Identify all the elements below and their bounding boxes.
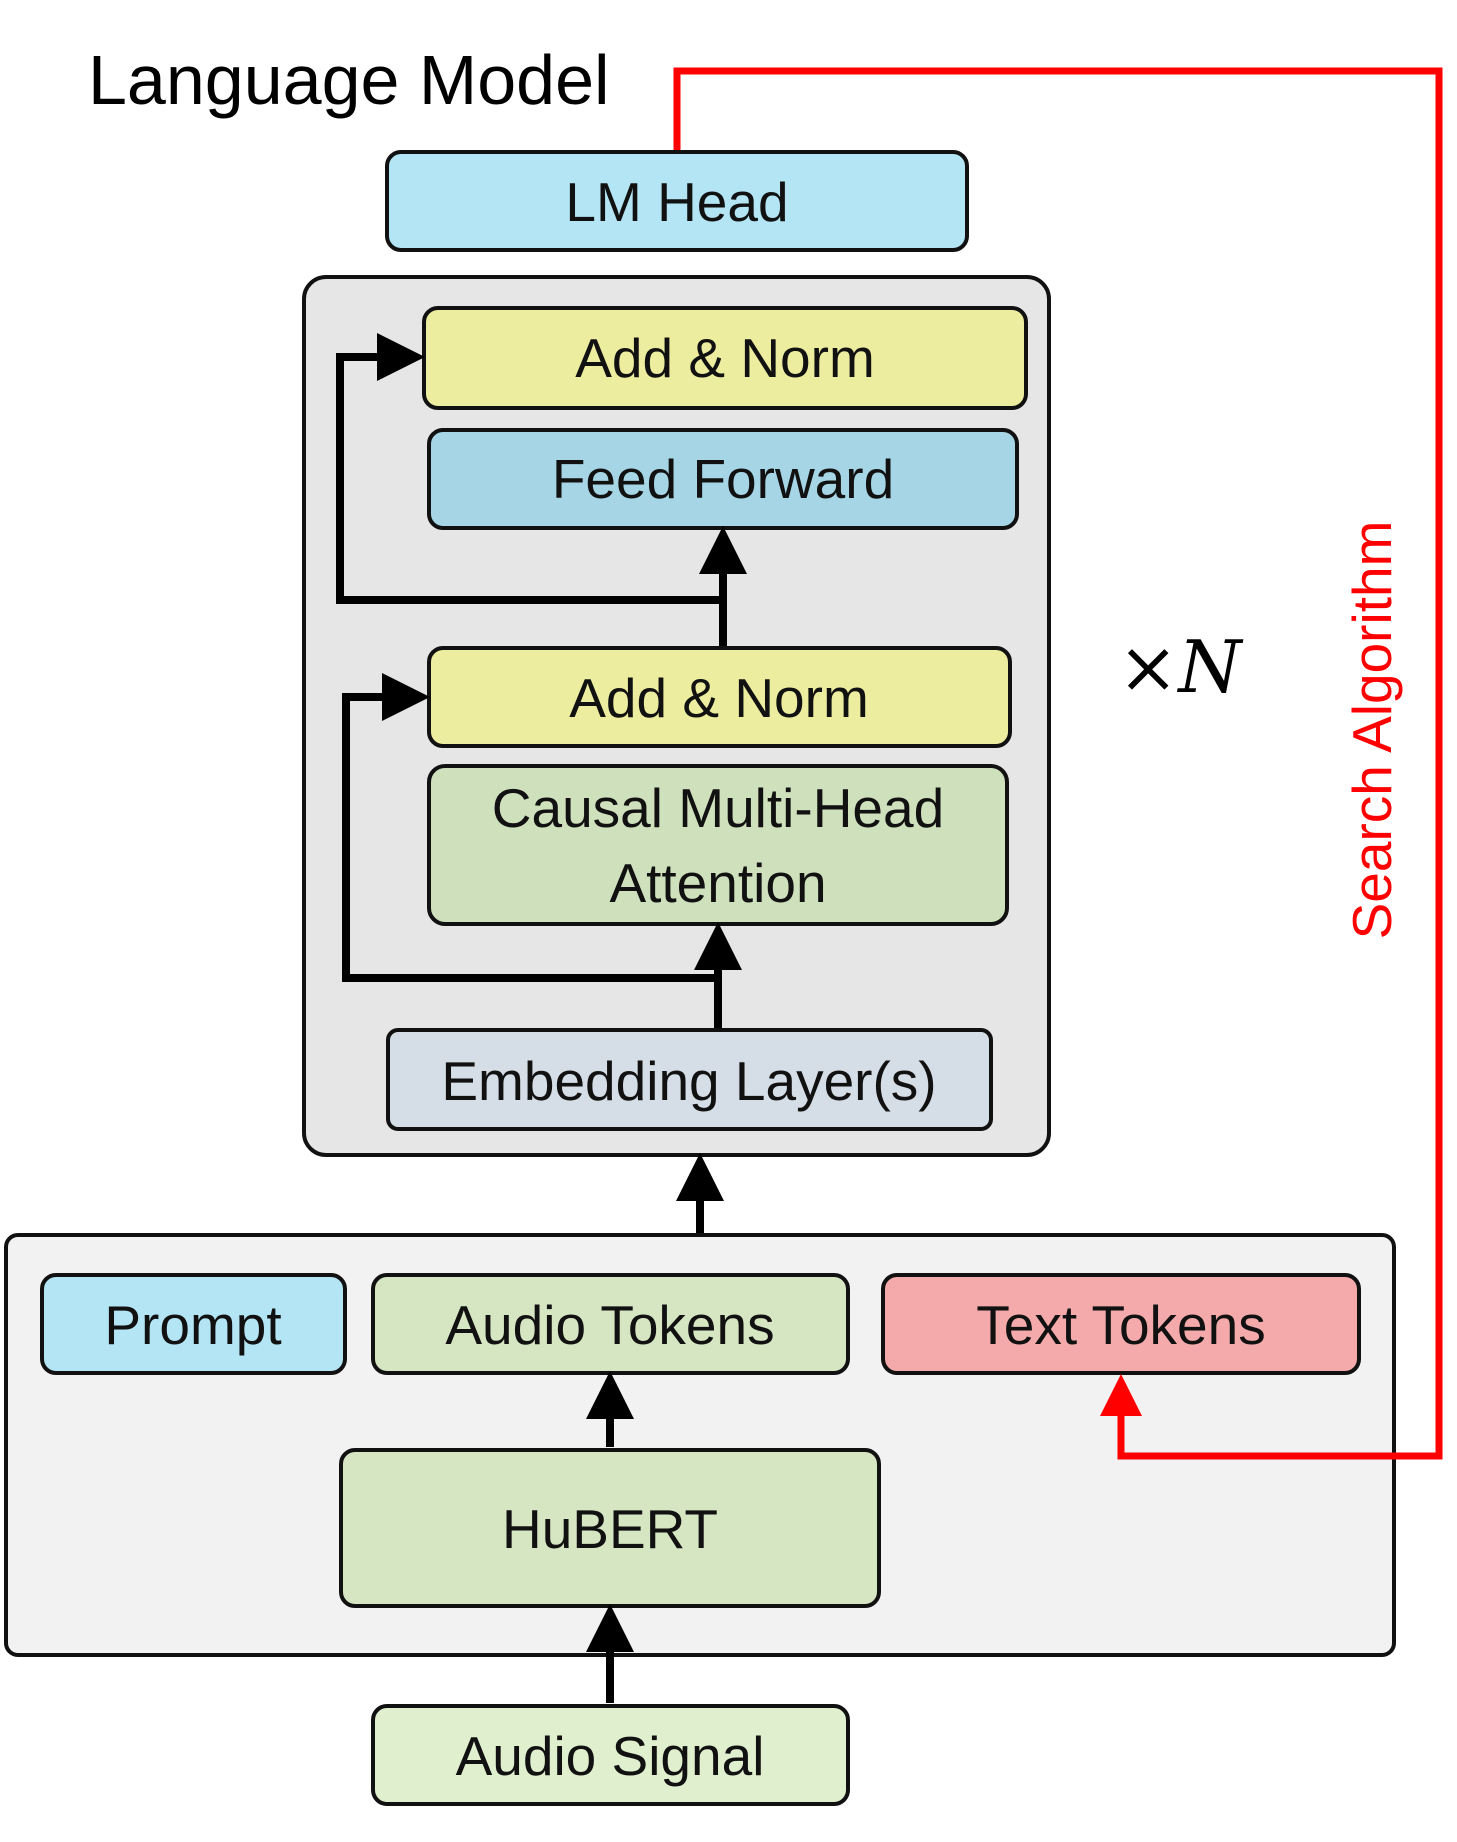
repeat-variable: N: [1176, 625, 1244, 709]
text-tokens-box: [881, 1273, 1361, 1375]
prompt-label: Prompt: [104, 1294, 281, 1356]
feed-forward-block: Feed Forward: [427, 428, 1019, 530]
embedding-label: Embedding Layer(s): [441, 1050, 936, 1112]
add-norm-top-block: Add & Norm: [422, 306, 1028, 410]
prompt-block: Prompt: [40, 1273, 347, 1375]
embedding-block: Embedding Layer(s): [386, 1028, 993, 1131]
repeat-symbol: ×: [1118, 625, 1178, 709]
hubert-block: HuBERT: [339, 1448, 881, 1608]
hubert-label: HuBERT: [502, 1498, 718, 1560]
add-norm-top-label: Add & Norm: [575, 327, 875, 389]
audio-tokens-label: Audio Tokens: [445, 1294, 774, 1356]
residual-arrow-bottom: [342, 673, 718, 982]
attention-label-line2: Attention: [609, 852, 826, 914]
add-norm-bottom-block: Add & Norm: [427, 646, 1012, 748]
feed-forward-label: Feed Forward: [552, 448, 894, 510]
text-tokens-block: Text Tokens: [881, 1273, 1361, 1375]
lm-head-box: [385, 150, 969, 252]
search-algorithm-label: Search Algorithm: [1341, 521, 1403, 940]
lm-head-block: LM Head: [385, 150, 969, 252]
audio-signal-label: Audio Signal: [456, 1725, 765, 1787]
embedding-box: [386, 1028, 993, 1131]
search-algorithm-loop: [673, 67, 1443, 1460]
attention-block: Causal Multi-Head Attention: [427, 764, 1009, 926]
residual-arrow-top: [336, 333, 723, 604]
lm-head-label: LM Head: [565, 171, 788, 233]
audio-signal-box: [371, 1704, 850, 1806]
text-tokens-label: Text Tokens: [976, 1294, 1265, 1356]
audio-tokens-block: Audio Tokens: [371, 1273, 850, 1375]
add-norm-bottom-label: Add & Norm: [569, 667, 869, 729]
prompt-box: [40, 1273, 347, 1375]
audio-signal-block: Audio Signal: [371, 1704, 850, 1806]
attention-label-line1: Causal Multi-Head: [492, 777, 944, 839]
diagram-title: Language Model: [88, 41, 610, 119]
repeat-n-label: ×N: [1118, 625, 1244, 709]
